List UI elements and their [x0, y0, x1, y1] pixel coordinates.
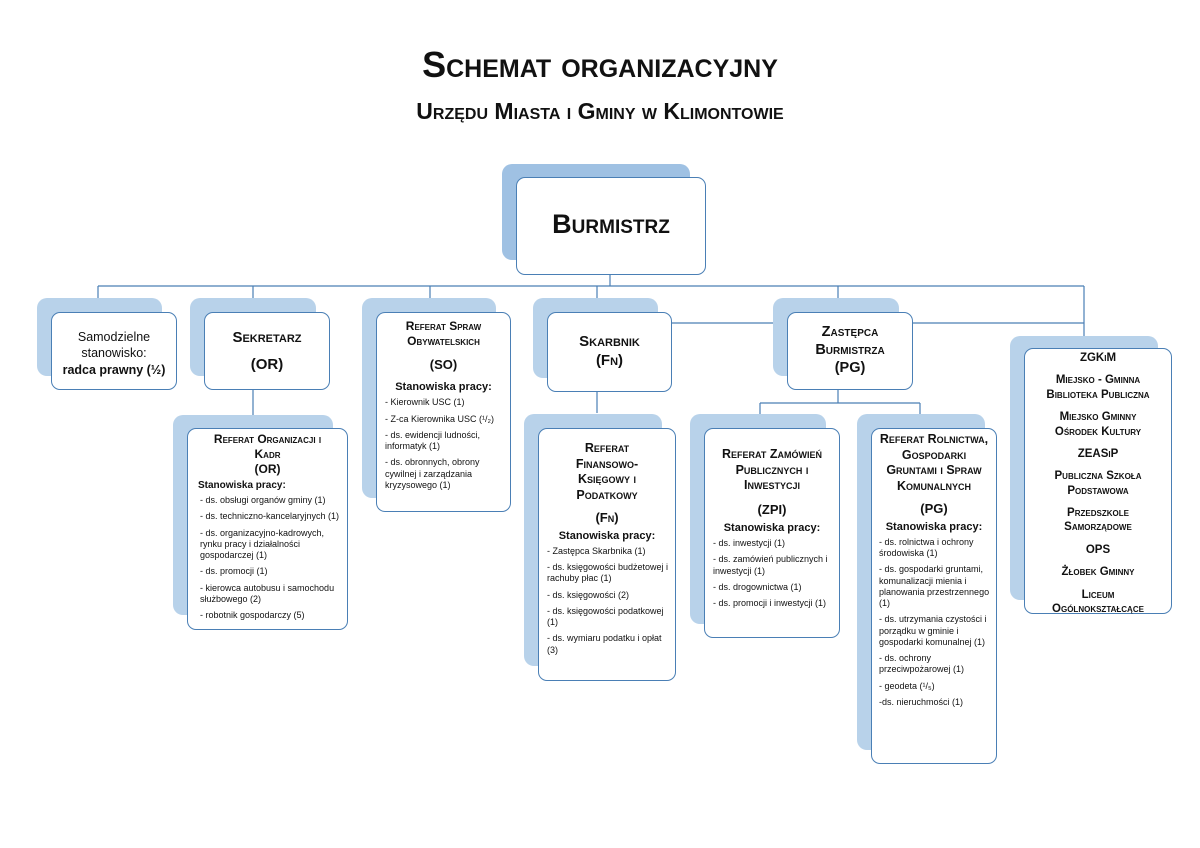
units-box: ZGKiM Miejsko - Gminna Biblioteka Public… [1024, 348, 1172, 615]
list-item: - ds. gospodarki gruntami, komunalizacji… [879, 564, 990, 608]
list-item: - ds. inwestycji (1) [713, 538, 786, 549]
list-item: - ds. obronnych, obrony cywilnej i zarzą… [385, 457, 480, 490]
list-item: - ds. utrzymania czystości i porządku w … [879, 614, 987, 647]
list-item: - robotnik gospodarczy (5) [200, 610, 305, 620]
skarbnik-code: (Fn) [595, 351, 624, 369]
referat-fn-name: Referat Finansowo-Księgowy i Podatkowy [575, 441, 639, 502]
list-item: - ds. rolnictwa i ochrony środowiska (1) [879, 536, 974, 558]
samodzielne-line1: Samodzielne [77, 330, 151, 344]
samodzielne-stanowisko-box: Samodzielne stanowisko: radca prawny (½) [51, 312, 177, 390]
referat-zpi-items: - ds. inwestycji (1) - ds. zamówień publ… [709, 538, 835, 609]
list-item: - ds. techniczno-kancelaryjnych (1) [200, 511, 340, 522]
referat-fn-items: - Zastępca Skarbnika (1) - ds. księgowoś… [543, 546, 671, 656]
list-item: - ds. wymiaru podatku i opłat (3) [547, 633, 662, 655]
referat-pg-box: Referat Rolnictwa, Gospodarki Gruntami i… [871, 428, 997, 764]
list-item: - ds. ochrony przeciwpożarowej (1) [879, 653, 965, 675]
list-item: - ds. promocji i inwestycji (1) [713, 598, 827, 609]
referat-or-box: Referat Organizacji i Kadr (OR) Stanowis… [187, 428, 348, 630]
chart-subtitle: Urzędu Miasta i Gminy w Klimontowie [416, 98, 784, 124]
skarbnik-box: Skarbnik (Fn) [547, 312, 672, 392]
referat-pg-items: - ds. rolnictwa i ochrony środowiska (1)… [875, 537, 993, 708]
referat-zpi-box: Referat Zamówień Publicznych i Inwestycj… [704, 428, 840, 638]
referat-so-positions-label: Stanowiska pracy: [395, 381, 492, 394]
referat-fn-box: Referat Finansowo-Księgowy i Podatkowy (… [538, 428, 676, 681]
samodzielne-line2: stanowisko: [81, 346, 147, 361]
skarbnik-name: Skarbnik [579, 333, 640, 350]
unit-item: Miejsko - Gminna Biblioteka Publiczna [1046, 374, 1150, 401]
referat-or-items: - ds. obsługi organów gminy (1) - ds. te… [192, 495, 343, 621]
zastepca-code: (PG) [834, 360, 866, 377]
list-item: - ds. księgowości (2) [547, 589, 630, 600]
referat-so-box: Referat Spraw Obywatelskich (SO) Stanowi… [376, 312, 511, 512]
sekretarz-box: Sekretarz (OR) [204, 312, 330, 390]
list-item: - ds. zamówień publicznych i inwestycji … [713, 554, 828, 576]
list-item: - ds. obsługi organów gminy (1) [200, 495, 326, 505]
referat-pg-name: Referat Rolnictwa, Gospodarki Gruntami i… [879, 432, 989, 493]
unit-item: Przedszkole Samorządowe [1064, 507, 1132, 534]
referat-zpi-code: (ZPI) [757, 501, 787, 517]
sekretarz-name: Sekretarz [232, 329, 302, 346]
referat-pg-positions-label: Stanowiska pracy: [885, 520, 983, 533]
list-item: - Kierownik USC (1) [385, 397, 465, 408]
list-item: - Z-ca Kierownika USC (¹/₂) [385, 413, 495, 424]
unit-item: Żłobek Gminny [1061, 566, 1135, 579]
referat-zpi-name: Referat Zamówień Publicznych i Inwestycj… [722, 447, 822, 493]
chart-title: Schemat organizacyjny [422, 44, 778, 85]
burmistrz-label: Burmistrz [552, 209, 670, 239]
list-item: - ds. ewidencji ludności, informatyk (1) [385, 429, 481, 451]
list-item: - ds. promocji (1) [200, 566, 268, 577]
list-item: - ds. organizacyjno-kadrowych, rynku pra… [200, 527, 325, 561]
referat-so-items: - Kierownik USC (1) - Z-ca Kierownika US… [381, 397, 506, 491]
sekretarz-code: (OR) [250, 355, 284, 373]
list-item: - Zastępca Skarbnika (1) [547, 545, 646, 556]
referat-or-name: Referat Organizacji i Kadr [213, 432, 322, 461]
list-item: - ds. księgowości podatkowej (1) [547, 605, 664, 627]
samodzielne-line3: radca prawny (½) [62, 362, 166, 377]
unit-item: ZGKiM [1079, 352, 1117, 364]
referat-fn-positions-label: Stanowiska pracy: [558, 529, 656, 542]
referat-or-code: (OR) [254, 462, 281, 476]
unit-item: OPS [1085, 543, 1111, 556]
referat-so-code: (SO) [429, 357, 458, 372]
referat-so-name: Referat Spraw Obywatelskich [405, 319, 482, 348]
zastepca-name: Zastępca Burmistrza [815, 324, 885, 359]
burmistrz-box: Burmistrz [516, 177, 706, 275]
referat-or-positions-label: Stanowiska pracy: [198, 480, 286, 491]
unit-item: Miejsko Gminny Ośrodek Kultury [1054, 411, 1142, 438]
referat-fn-code: (Fn) [595, 509, 619, 525]
unit-item: ZEASiP [1077, 447, 1119, 460]
list-item: - ds. księgowości budżetowej i rachuby p… [547, 562, 669, 584]
list-item: -ds. nieruchmości (1) [879, 696, 964, 707]
referat-zpi-positions-label: Stanowiska pracy: [723, 522, 821, 535]
list-item: - kierowca autobusu i samochodu służbowe… [200, 582, 335, 604]
unit-item: Publiczna Szkoła Podstawowa [1054, 470, 1142, 497]
unit-item: Liceum Ogólnokształcące [1052, 588, 1144, 615]
list-item: - ds. drogownictwa (1) [713, 581, 802, 592]
zastepca-burmistrza-box: Zastępca Burmistrza (PG) [787, 312, 913, 390]
list-item: - geodeta (¹/₅) [879, 680, 935, 691]
referat-pg-code: (PG) [920, 500, 948, 516]
